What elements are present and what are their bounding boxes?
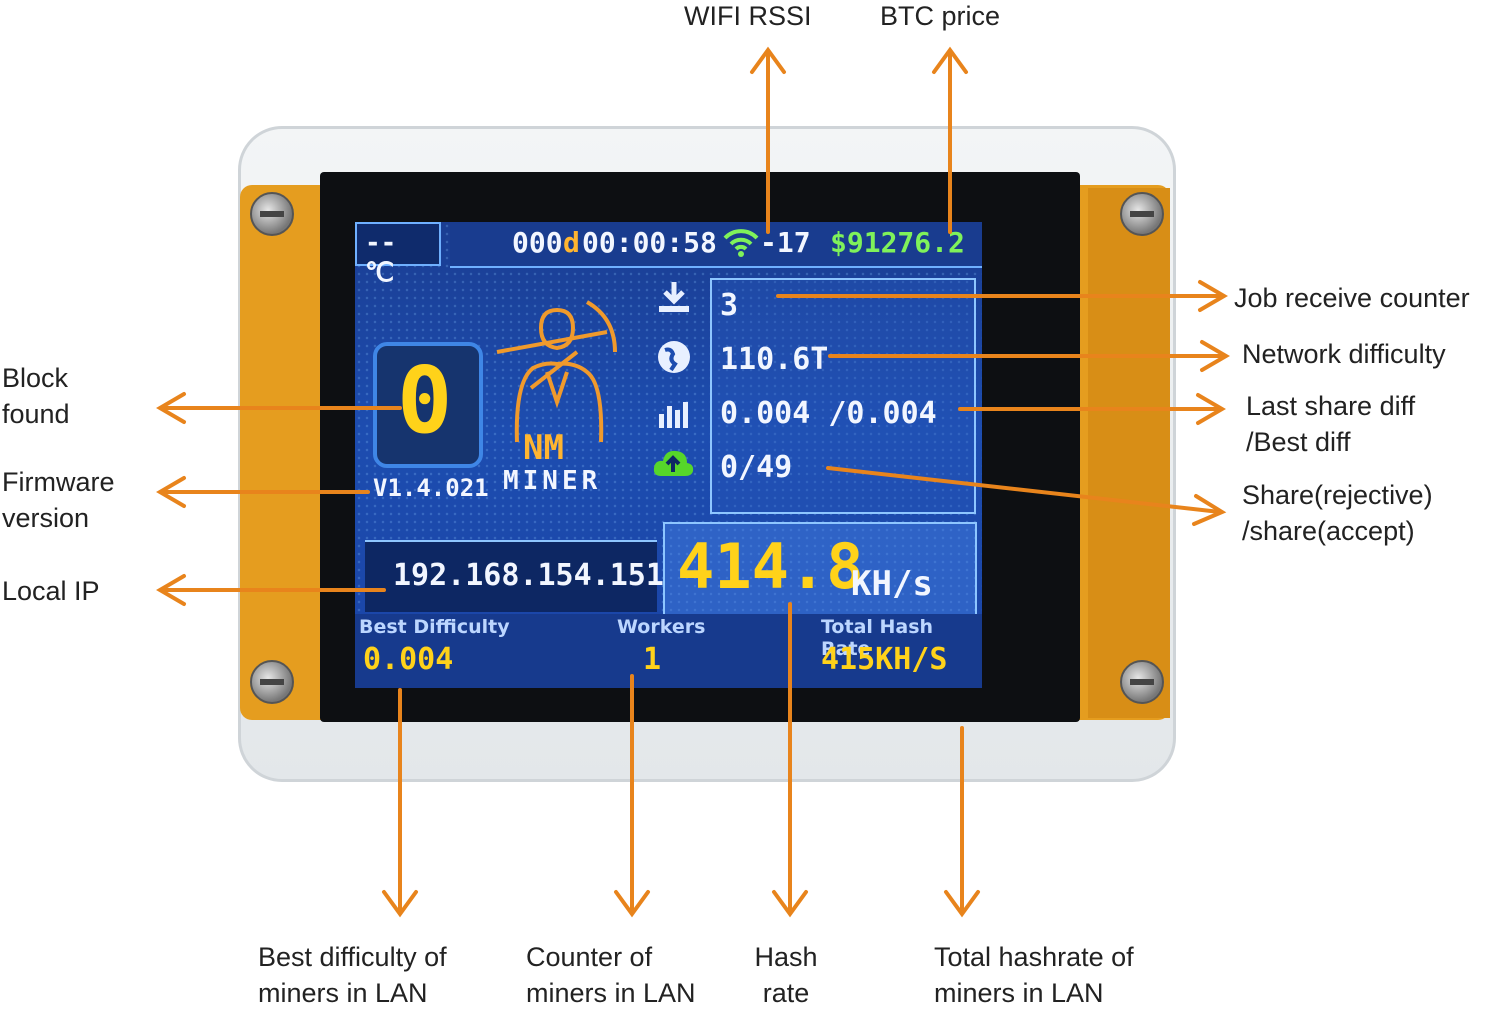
callout-line: Share(rejective)	[1242, 480, 1433, 510]
callout-best-difficulty-lan: Best difficulty of miners in LAN	[258, 939, 447, 1011]
arrow-head	[1196, 393, 1226, 425]
callout-job-receive-counter: Job receive counter	[1234, 283, 1470, 313]
arrow-head	[614, 890, 650, 918]
network-difficulty-value: 110.6T	[720, 342, 829, 377]
arrow-head	[1198, 280, 1228, 312]
brand-bottom-text: MINER	[503, 466, 602, 496]
hash-rate-box: 414.8 KH/s	[663, 522, 977, 616]
temperature-box: -- ℃	[355, 222, 441, 288]
callout-local-ip: Local IP	[2, 576, 100, 606]
download-icon	[659, 282, 689, 312]
callout-block-found: Block found	[2, 360, 70, 432]
callout-firmware-version: Firmware version	[2, 464, 115, 536]
callout-line: /Best diff	[1246, 427, 1351, 457]
callout-total-hashrate-lan: Total hashrate of miners in LAN	[934, 939, 1134, 1011]
callout-network-difficulty: Network difficulty	[1242, 339, 1446, 369]
uptime-clock: 00:00:58	[582, 226, 717, 259]
hash-rate-value: 414.8	[677, 530, 864, 603]
callout-btc-price: BTC price	[880, 1, 1001, 31]
rssi-value: -17	[760, 226, 811, 259]
callout-line: Total hashrate of	[934, 942, 1134, 972]
share-diff-value: 0.004 /0.004	[720, 396, 937, 431]
total-hash-value: 415KH/S	[821, 642, 948, 677]
callout-line: Last share diff	[1246, 391, 1416, 421]
callout-last-share-diff: Last share diff /Best diff	[1246, 388, 1415, 460]
callout-line: miners in LAN	[934, 978, 1104, 1008]
stats-panel: 3 110.6T 0.004 /0.004 0/49	[710, 278, 976, 514]
arrow-head	[382, 890, 418, 918]
screw-icon	[250, 192, 294, 236]
top-status-bar: 000 d 00:00:58 -17 $91276.2	[450, 222, 982, 268]
callout-hash-rate: Hash rate	[740, 939, 832, 1011]
uptime-days: 000	[512, 226, 563, 259]
callout-line: Firmware	[2, 467, 115, 497]
miner-mascot-icon	[496, 300, 617, 443]
best-difficulty-value: 0.004	[363, 642, 454, 677]
uptime-day-suffix: d	[563, 226, 580, 259]
arrow-head	[156, 574, 186, 606]
local-ip-box: 192.168.154.151	[365, 540, 664, 612]
callout-line: miners in LAN	[526, 978, 696, 1008]
screw-icon	[1120, 660, 1164, 704]
callout-wifi-rssi: WIFI RSSI	[684, 1, 812, 31]
callout-line: version	[2, 503, 90, 533]
job-counter-value: 3	[720, 288, 739, 323]
block-found-box: 0	[373, 342, 483, 468]
callout-line: rate	[762, 978, 810, 1008]
callout-line: /share(accept)	[1242, 516, 1415, 546]
firmware-version-value: V1.4.021	[373, 474, 489, 502]
btc-price-value: $91276.2	[830, 226, 965, 259]
arrow-head	[1200, 340, 1230, 372]
best-difficulty-label: Best Difficulty	[359, 616, 510, 638]
globe-icon	[658, 341, 690, 373]
wifi-icon	[723, 229, 759, 257]
callout-counter-lan: Counter of miners in LAN	[526, 939, 696, 1011]
block-found-value: 0	[397, 347, 453, 454]
brand-top-text: NM	[523, 428, 564, 468]
temperature-readout: -- ℃	[365, 228, 397, 288]
shares-value: 0/49	[720, 450, 793, 485]
arrow-head	[932, 46, 968, 74]
cloud-upload-icon	[653, 450, 694, 476]
bar-chart-icon	[659, 402, 688, 428]
callout-line: found	[2, 399, 70, 429]
callout-line: Block	[2, 363, 69, 393]
arrow-head	[944, 890, 980, 918]
callout-shares: Share(rejective) /share(accept)	[1242, 477, 1433, 549]
lcd-screen: -- ℃ 000 d 00:00:58 -17 $91276.2 3 110.6…	[355, 222, 982, 688]
total-hash-label: Total Hash Rate	[821, 616, 934, 660]
screw-icon	[250, 660, 294, 704]
callout-line: Hash	[754, 942, 818, 972]
arrow-head	[156, 476, 186, 508]
workers-label: Workers	[617, 616, 706, 638]
arrow-head	[156, 392, 186, 424]
arrow-head	[1192, 494, 1227, 526]
arrow-head	[750, 46, 786, 74]
callout-line: Best difficulty of	[258, 942, 447, 972]
hash-rate-unit: KH/s	[851, 564, 933, 604]
workers-value: 1	[643, 642, 662, 677]
arrow-head	[772, 890, 808, 918]
pcb-edge	[1088, 188, 1170, 718]
screw-icon	[1120, 192, 1164, 236]
local-ip-value: 192.168.154.151	[393, 558, 664, 593]
bottom-stats-bar: Best Difficulty 0.004 Workers 1 Total Ha…	[355, 614, 982, 688]
callout-line: Counter of	[526, 942, 653, 972]
callout-line: miners in LAN	[258, 978, 428, 1008]
